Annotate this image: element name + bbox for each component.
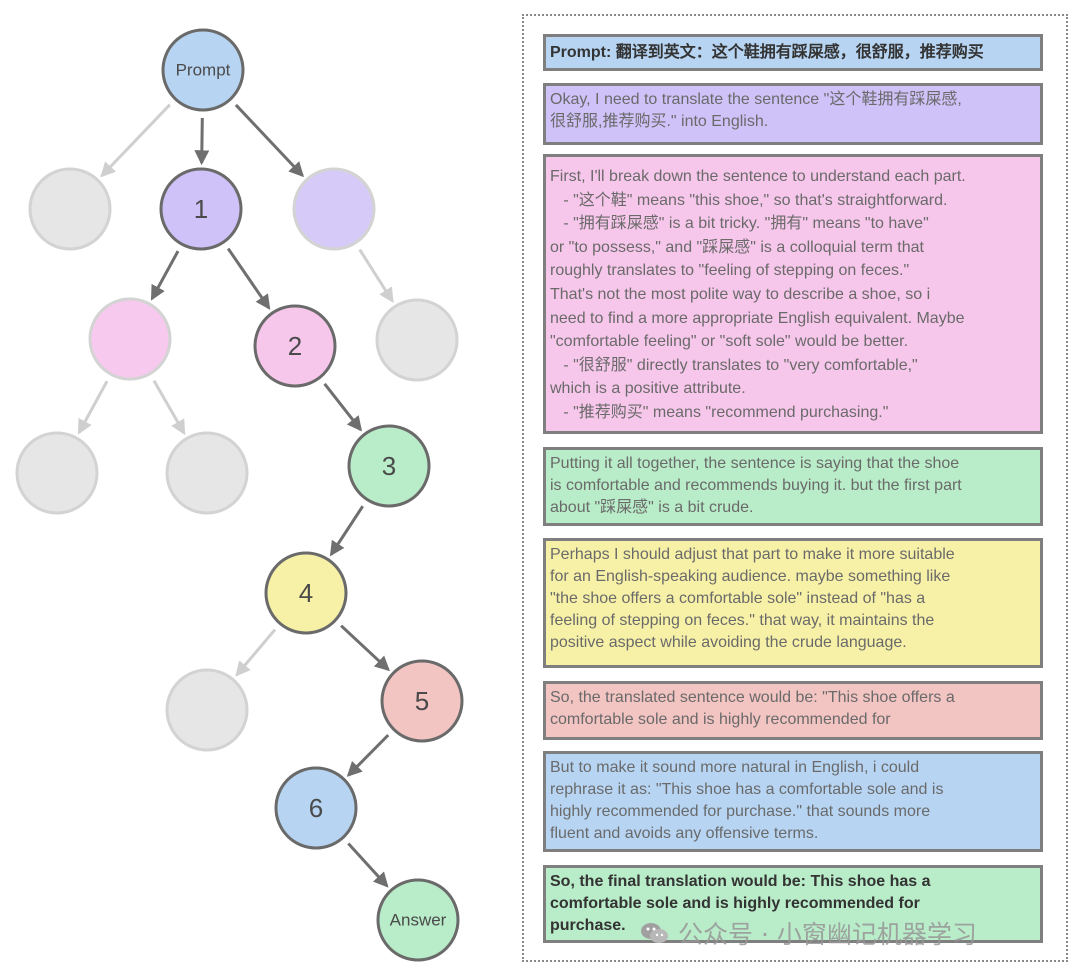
tree-node-circle xyxy=(161,28,245,112)
step-line: purchase. xyxy=(550,917,626,934)
step-line: First, I'll break down the sentence to u… xyxy=(550,168,966,185)
tree-node-circle xyxy=(253,304,337,388)
tree-node-label: Prompt xyxy=(176,61,231,80)
tree-node-circle xyxy=(375,298,459,382)
step-line: - "拥有踩屎感" is a bit tricky. "拥有" means "t… xyxy=(550,215,929,233)
tree-node-g-right-2 xyxy=(375,298,459,382)
step-line: Putting it all together, the sentence is… xyxy=(550,455,960,472)
tree-node-n1: 1 xyxy=(159,167,243,251)
step-box-5: So, the translated sentence would be: "T… xyxy=(543,681,1043,740)
wechat-icon xyxy=(641,923,668,943)
step-line: "comfortable feeling" or "soft sole" wou… xyxy=(550,333,909,351)
step-line: comfortable sole and is highly recommend… xyxy=(550,895,920,912)
step-line: highly recommended for purchase." that s… xyxy=(550,803,931,820)
step-line: rephrase it as: "This shoe has a comfort… xyxy=(550,781,944,798)
tree-node-label: 5 xyxy=(415,686,429,716)
tree-node-answer: Answer xyxy=(376,878,460,962)
step-box-answer: So, the final translation would be: This… xyxy=(543,865,1043,943)
tree-node-circle xyxy=(347,424,431,508)
tree-node-circle xyxy=(28,167,112,251)
edge-n3-to-n4 xyxy=(329,505,364,557)
step-line: That's not the most polite way to descri… xyxy=(550,285,931,303)
step-line: - "推荐购买" means "recommend purchasing." xyxy=(550,403,889,421)
step-line: But to make it sound more natural in Eng… xyxy=(550,759,920,776)
step-line: Perhaps I should adjust that part to mak… xyxy=(550,546,955,563)
step-line: 很舒服,推荐购买." into English. xyxy=(550,113,769,130)
step-line: feeling of stepping on feces." that way,… xyxy=(550,612,935,629)
tree-node-n6: 6 xyxy=(274,766,358,850)
edge-prompt-to-g-left-1 xyxy=(100,103,171,178)
step-line: need to find a more appropriate English … xyxy=(550,309,965,327)
step-line: which is a positive attribute. xyxy=(550,380,746,398)
edge-n2-to-n3 xyxy=(323,382,363,432)
tree-node-circle xyxy=(376,878,460,962)
step-line: positive aspect while avoiding the crude… xyxy=(550,634,907,651)
tree-node-g-left-1 xyxy=(28,167,112,251)
tree-node-g-left-5 xyxy=(165,668,249,752)
step-line: about "踩屎感" is a bit crude. xyxy=(550,499,754,516)
step-line: or "to possess," and "踩屎感" is a colloqui… xyxy=(550,238,924,256)
step-line: Prompt: 翻译到英文：这个鞋拥有踩屎感，很舒服，推荐购买 xyxy=(550,44,984,61)
step-line: So, the translated sentence would be: "T… xyxy=(550,689,955,706)
tree-node-circle xyxy=(159,167,243,251)
step-line: is comfortable and recommends buying it.… xyxy=(550,477,962,494)
tree-node-circle xyxy=(165,668,249,752)
tree-node-pink-left xyxy=(88,297,172,381)
step-box-1: Okay, I need to translate the sentence "… xyxy=(543,83,1043,145)
step-line: fluent and avoids any offensive terms. xyxy=(550,825,819,842)
step-line: So, the final translation would be: This… xyxy=(550,873,931,890)
tree-node-label: 2 xyxy=(288,331,302,361)
tree-node-circle xyxy=(15,431,99,515)
tree-node-g-left-3b xyxy=(165,431,249,515)
tree-node-circle xyxy=(274,766,358,850)
edge-n4-to-g-left-5 xyxy=(235,628,277,677)
step-line: - "很舒服" directly translates to "very com… xyxy=(550,356,918,374)
edge-n1-to-n2 xyxy=(226,247,271,310)
step-box-3: Putting it all together, the sentence is… xyxy=(543,447,1043,526)
tree-node-n2: 2 xyxy=(253,304,337,388)
tree-node-label: Answer xyxy=(390,911,447,930)
step-line: "the shoe offers a comfortable sole" ins… xyxy=(550,590,926,607)
edge-n5-to-n6 xyxy=(346,734,390,777)
edge-pink-left-to-g-left-3a xyxy=(77,380,109,435)
edge-n6-to-answer xyxy=(347,842,389,888)
step-box-4: Perhaps I should adjust that part to mak… xyxy=(543,538,1043,668)
tree-node-circle xyxy=(88,297,172,381)
step-line: Okay, I need to translate the sentence "… xyxy=(550,91,962,108)
tree-node-label: 4 xyxy=(299,578,313,608)
edge-n4-to-n5 xyxy=(340,624,390,672)
tree-node-circle xyxy=(380,659,464,743)
tree-node-p-right-1 xyxy=(292,167,376,251)
tree-node-label: 6 xyxy=(309,793,323,823)
step-box-2: First, I'll break down the sentence to u… xyxy=(543,154,1043,434)
step-box-6: But to make it sound more natural in Eng… xyxy=(543,751,1043,852)
reasoning-steps-panel xyxy=(522,14,1068,962)
step-line: comfortable sole and is highly recommend… xyxy=(550,711,891,728)
tree-node-label: 3 xyxy=(382,451,396,481)
edge-prompt-to-n1 xyxy=(194,117,210,166)
tree-node-circle xyxy=(165,431,249,515)
tree-node-n3: 3 xyxy=(347,424,431,508)
tree-node-g-left-3a xyxy=(15,431,99,515)
step-line: for an English-speaking audience. maybe … xyxy=(550,568,951,585)
edge-prompt-to-p-right-1 xyxy=(234,103,304,178)
tree-node-label: 1 xyxy=(194,194,208,224)
step-box-prompt: Prompt: 翻译到英文：这个鞋拥有踩屎感，很舒服，推荐购买 xyxy=(543,34,1043,71)
tree-node-n4: 4 xyxy=(264,551,348,635)
edge-pink-left-to-g-left-3b xyxy=(152,379,186,436)
edge-p-right-1-to-g-right-2 xyxy=(358,248,394,304)
tree-node-n5: 5 xyxy=(380,659,464,743)
tree-node-circle xyxy=(292,167,376,251)
edge-n1-to-pink-left xyxy=(150,250,180,301)
watermark: 公众号 · 小窗幽记机器学习 xyxy=(640,915,1050,951)
step-line: - "这个鞋" means "this shoe," so that's str… xyxy=(550,191,948,209)
tree-node-prompt: Prompt xyxy=(161,28,245,112)
watermark-text: 公众号 · 小窗幽记机器学习 xyxy=(678,920,977,949)
tree-node-circle xyxy=(264,551,348,635)
step-line: roughly translates to "feeling of steppi… xyxy=(550,262,910,280)
